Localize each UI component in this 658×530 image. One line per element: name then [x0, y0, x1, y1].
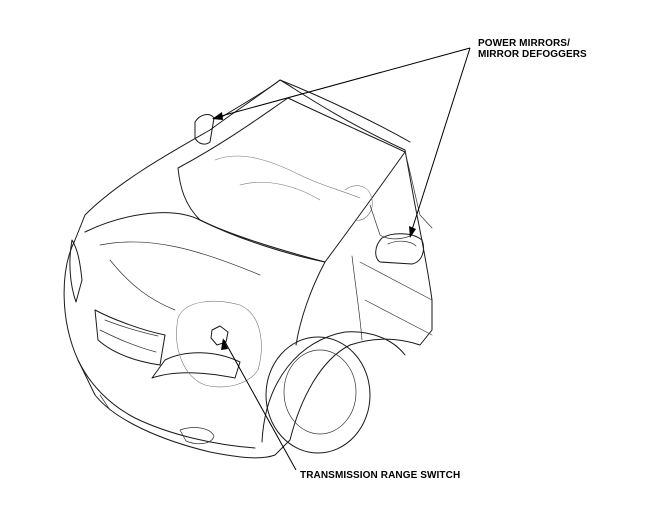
engine-area [176, 300, 262, 388]
arrowhead-transmission [221, 338, 228, 350]
transmission-switch-icon [210, 325, 229, 346]
front-bumper [77, 359, 256, 449]
headlight-right [151, 352, 241, 379]
right-mirror-icon [375, 233, 425, 265]
grille-inner [99, 319, 159, 353]
roof-line [219, 79, 411, 143]
left-mirror-icon [194, 114, 215, 145]
hood-crease [99, 241, 261, 311]
transmission-range-switch-label: TRANSMISSION RANGE SWITCH [300, 470, 461, 481]
power-mirrors-label-line1: POWER MIRRORS/ [478, 38, 570, 49]
leader-mirror-right [409, 47, 471, 237]
door-line [351, 255, 433, 341]
power-mirrors-label-line2: MIRROR DEFOGGERS [478, 49, 587, 60]
car-body-outline [63, 79, 433, 459]
arrowhead-left-mirror [212, 112, 223, 120]
windshield [177, 97, 406, 263]
leader-transmission [223, 339, 297, 471]
arrowhead-right-mirror [409, 226, 416, 238]
wheel-arch [261, 331, 406, 443]
power-mirrors-label: POWER MIRRORS/ MIRROR DEFOGGERS [478, 38, 587, 60]
right-mirror-inner [387, 240, 417, 247]
bumper-lower [99, 394, 215, 445]
front-rim [283, 349, 357, 435]
front-tire [265, 336, 371, 454]
dashboard [214, 155, 373, 221]
headlight-left [69, 239, 83, 303]
side-window [369, 151, 433, 240]
hood [84, 212, 326, 346]
grille [94, 309, 166, 366]
leader-mirror-left [213, 47, 471, 119]
